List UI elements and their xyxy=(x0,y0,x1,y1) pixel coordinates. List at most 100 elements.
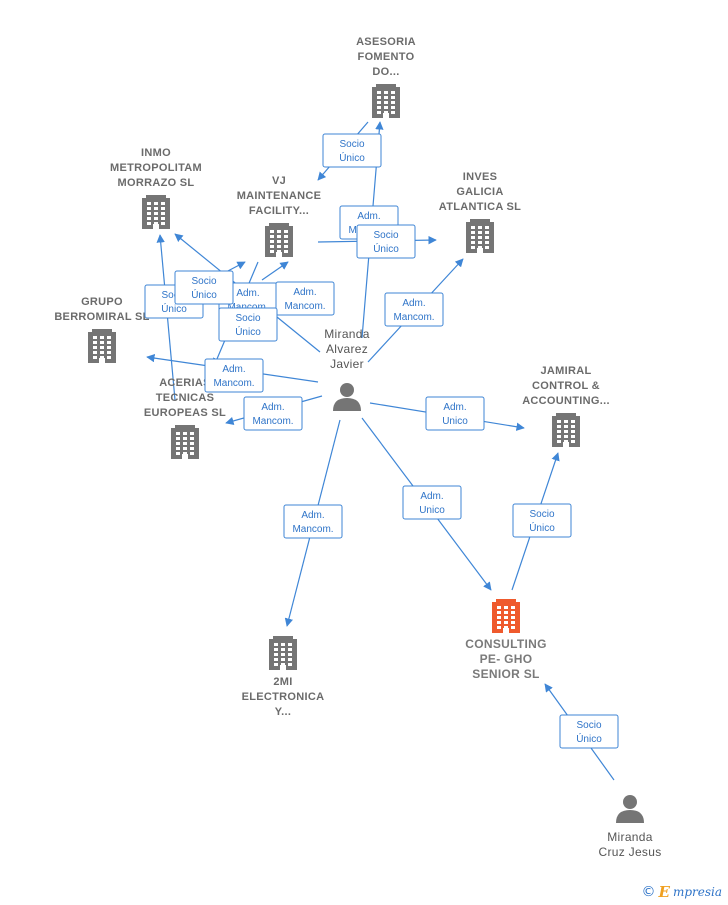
focus-building-icon xyxy=(492,599,520,633)
relation-label-text: Único xyxy=(161,302,187,315)
building-icon xyxy=(269,636,297,670)
node-label: Miranda xyxy=(324,327,369,341)
relation-label-box xyxy=(243,396,303,431)
node-jamiral[interactable]: JAMIRAL CONTROL & ACCOUNTING... xyxy=(522,365,610,447)
relation-label-text: Mancom. xyxy=(393,312,434,323)
relation-labels-layer: Adm.Mancom.SocioÚnicoAdm.Mancom.SocioÚni… xyxy=(144,133,619,749)
relation-label-text: Socio xyxy=(576,720,601,731)
building-icon xyxy=(88,329,116,363)
relation-label-text: Único xyxy=(373,242,399,255)
node-label: VJ xyxy=(272,175,286,187)
building-icon xyxy=(372,84,400,118)
relation-label[interactable]: Adm.Mancom. xyxy=(243,396,303,431)
copyright-icon: © xyxy=(641,884,656,900)
node-2mi[interactable]: 2MI ELECTRONICA Y... xyxy=(242,636,325,718)
relation-label-text: Adm. xyxy=(357,211,380,222)
node-inmo[interactable]: INMO METROPOLITAM MORRAZO SL xyxy=(110,147,202,229)
relation-label-text: Único xyxy=(235,325,261,338)
node-label: FACILITY... xyxy=(249,205,309,217)
relation-label-text: Unico xyxy=(442,416,468,427)
relation-label-box xyxy=(275,281,335,316)
relation-label-text: Adm. xyxy=(236,288,259,299)
relation-label-text: Mancom. xyxy=(213,378,254,389)
relation-label-box xyxy=(425,396,485,431)
person-icon xyxy=(333,383,361,411)
relation-label-box xyxy=(512,503,572,538)
node-label: Y... xyxy=(275,706,292,718)
node-label: JAMIRAL xyxy=(541,365,592,377)
node-label: ELECTRONICA xyxy=(242,691,325,703)
relation-label-text: Adm. xyxy=(420,491,443,502)
relation-label[interactable]: Adm.Mancom. xyxy=(384,292,444,327)
relation-label-text: Mancom. xyxy=(292,524,333,535)
node-label: Javier xyxy=(330,357,364,371)
node-label: METROPOLITAM xyxy=(110,162,202,174)
node-label: DO... xyxy=(372,66,399,78)
building-icon xyxy=(265,223,293,257)
relation-label-text: Adm. xyxy=(222,364,245,375)
relation-label-box xyxy=(204,358,264,393)
node-label: BERROMIRAL SL xyxy=(54,311,149,323)
relation-label[interactable]: Adm. Unico xyxy=(425,396,485,431)
relation-label-box xyxy=(322,133,382,168)
relation-label-box xyxy=(218,307,278,342)
relation-label[interactable]: Adm. Mancom. xyxy=(283,504,343,539)
node-label: ATLANTICA SL xyxy=(439,201,521,213)
relation-label-box xyxy=(174,270,234,305)
relation-label-box xyxy=(559,714,619,749)
relation-label-box xyxy=(283,504,343,539)
relation-label-text: Socio xyxy=(191,276,216,287)
node-label: ASESORIA xyxy=(356,36,416,48)
node-label: Cruz Jesus xyxy=(598,845,661,859)
node-label: MAINTENANCE xyxy=(237,190,322,202)
node-label: MORRAZO SL xyxy=(118,177,195,189)
node-label: CONTROL & xyxy=(532,380,600,392)
relation-label-text: Único xyxy=(191,288,217,301)
node-label: ACCOUNTING... xyxy=(522,395,610,407)
building-icon xyxy=(552,413,580,447)
relation-label-text: Mancom. xyxy=(284,301,325,312)
relation-label-text: Único xyxy=(339,151,365,164)
node-vj[interactable]: VJ MAINTENANCE FACILITY... xyxy=(237,175,322,257)
building-icon xyxy=(171,425,199,459)
node-label: PE- GHO xyxy=(480,652,533,666)
relation-label[interactable]: Adm. Mancom. xyxy=(275,281,335,316)
node-asesoria[interactable]: ASESORIAFOMENTODO... xyxy=(356,36,416,118)
relation-label-box xyxy=(384,292,444,327)
relation-label-text: Socio xyxy=(235,313,260,324)
relation-label-text: Socio xyxy=(161,290,186,301)
relation-label-text: Socio xyxy=(373,230,398,241)
relation-label-text: Adm. xyxy=(301,510,324,521)
relation-label-text: Socio xyxy=(529,509,554,520)
building-icon xyxy=(466,219,494,253)
relation-label-text: Único xyxy=(529,521,555,534)
node-label: TECNICAS xyxy=(156,392,215,404)
node-label: Miranda xyxy=(607,830,652,844)
relation-label-text: Unico xyxy=(419,505,445,516)
person-icon xyxy=(616,795,644,823)
node-label: Alvarez xyxy=(326,342,368,356)
relation-label-box xyxy=(356,224,416,259)
node-label: 2MI xyxy=(273,676,292,688)
relation-label-text: Adm. xyxy=(293,287,316,298)
node-label: INMO xyxy=(141,147,171,159)
relation-label[interactable]: Adm. Mancom. xyxy=(204,358,264,393)
relation-label-text: Adm. xyxy=(443,402,466,413)
node-label: EUROPEAS SL xyxy=(144,407,226,419)
brand-initial: E xyxy=(658,883,670,901)
relation-label[interactable]: Adm. Unico xyxy=(402,485,462,520)
brand-name: mpresia xyxy=(672,885,722,899)
